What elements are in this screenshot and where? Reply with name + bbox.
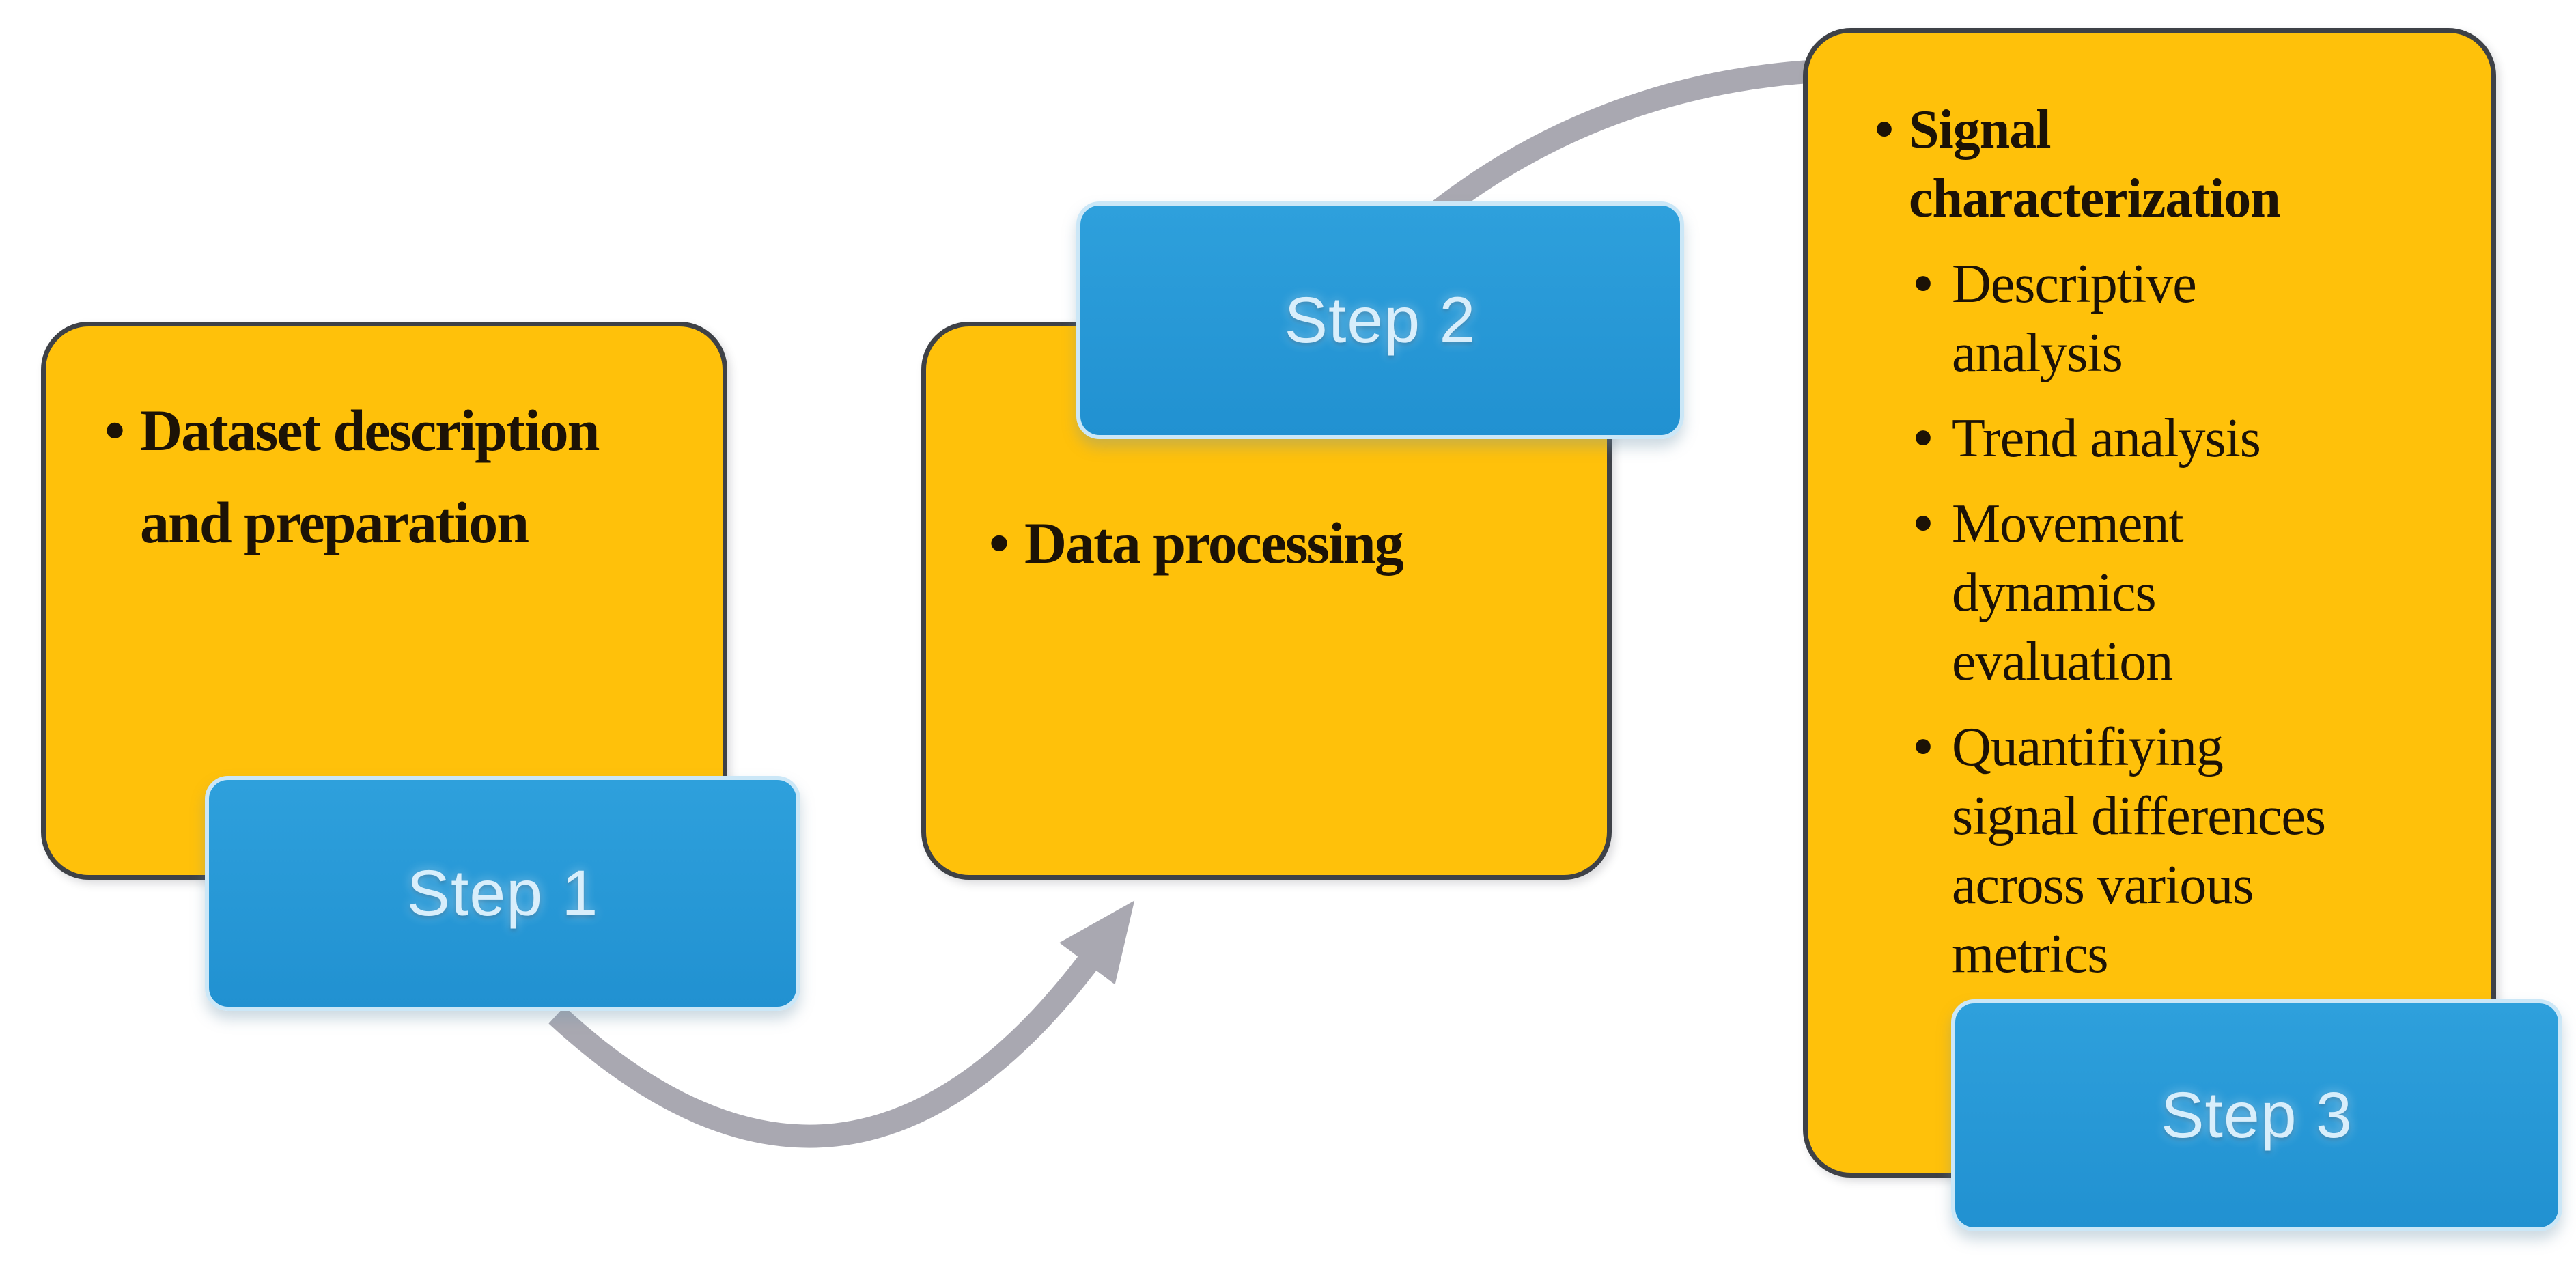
- step3-content-panel: •Signal characterization •Descriptive an…: [1803, 28, 2496, 1178]
- bullet-icon: •: [989, 510, 1010, 576]
- step2-label: Step 2: [1284, 283, 1476, 357]
- bullet-icon: •: [1875, 100, 1894, 160]
- step1-item-text: Dataset description and preparation: [140, 398, 600, 555]
- step3-bullet-item-movement-dynamics: • Movement dynamics evaluation: [1808, 490, 2457, 697]
- step3-bullet-list: •Signal characterization •Descriptive an…: [1808, 33, 2491, 989]
- arrow-step2-to-step3-icon: [1385, 34, 1941, 258]
- step1-label: Step 1: [406, 857, 599, 930]
- step3-bullet-item-descriptive-analysis: • Descriptive analysis: [1808, 250, 2457, 388]
- step3-item-text: Quantifiying signal differences across v…: [1952, 717, 2326, 984]
- bullet-icon: •: [1914, 254, 1933, 314]
- step3-item-text: Movement dynamics evaluation: [1952, 494, 2184, 692]
- step1-content-panel: •Dataset description and preparation: [41, 322, 727, 880]
- step3-item-text: Trend analysis: [1952, 408, 2261, 469]
- step3-item-text: Signal characterization: [1909, 100, 2281, 229]
- bullet-icon: •: [1914, 717, 1933, 777]
- step2-label-box: Step 2: [1076, 201, 1684, 439]
- step3-label-box: Step 3: [1951, 999, 2562, 1231]
- step2-item-text: Data processing: [1024, 510, 1404, 576]
- step3-bullet-item-quantifying-differences: • Quantifiying signal differences across …: [1808, 713, 2457, 989]
- step1-bullet-item: •Dataset description and preparation: [46, 326, 723, 569]
- step3-item-text: Descriptive analysis: [1952, 254, 2197, 383]
- step1-label-box: Step 1: [205, 776, 800, 1011]
- step3-bullet-item-signal-characterization: •Signal characterization: [1808, 96, 2457, 234]
- bullet-icon: •: [1914, 408, 1933, 469]
- bullet-icon: •: [104, 398, 126, 463]
- step3-label: Step 3: [2161, 1078, 2353, 1152]
- step3-bullet-item-trend-analysis: • Trend analysis: [1808, 404, 2457, 473]
- bullet-icon: •: [1914, 494, 1933, 554]
- step2-bullet-item: •Data processing: [926, 326, 1607, 589]
- arrow-step1-to-step2-icon: [548, 900, 1135, 1148]
